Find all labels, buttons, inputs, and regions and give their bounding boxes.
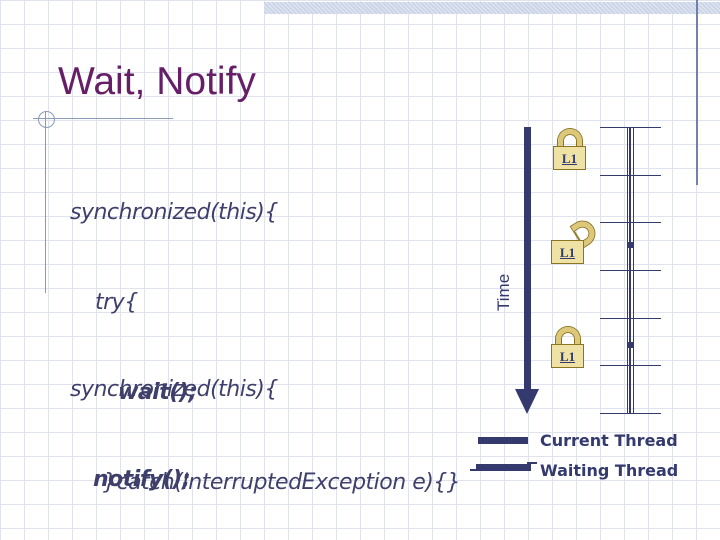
waiting-thread-line	[633, 127, 634, 414]
code-block-notify: synchronized(this){ notify(); }	[70, 315, 278, 540]
lock-shackle	[556, 327, 580, 345]
code-line-wait-call: wait();	[118, 380, 197, 405]
title-underline	[33, 118, 173, 119]
legend-waiting-swatch-tip	[470, 469, 480, 471]
thread-event-marker	[627, 342, 634, 348]
legend-waiting-thread-swatch	[476, 464, 531, 471]
time-arrow-shaft	[524, 127, 531, 390]
compass-circle-icon	[38, 111, 55, 128]
thread-event-marker	[627, 242, 634, 248]
time-arrow-head-icon	[515, 389, 539, 414]
legend-waiting-swatch-tip	[527, 462, 537, 464]
code-line: synchronized(this){	[70, 377, 278, 402]
lock-body: L1	[551, 344, 584, 368]
code-line: }catch(InterruptedException e){}	[103, 470, 461, 495]
time-axis-label: Time	[494, 273, 513, 311]
lock-shackle	[558, 129, 582, 147]
code-line: try{	[95, 290, 138, 315]
legend-current-thread-label: Current Thread	[540, 431, 678, 450]
header-band-decoration	[264, 2, 720, 14]
lock-label: L1	[561, 150, 578, 166]
right-edge-decoration	[696, 0, 698, 185]
page-title: Wait, Notify	[58, 60, 256, 103]
legend-waiting-thread-label: Waiting Thread	[540, 461, 679, 480]
waiting-thread-line	[627, 127, 628, 414]
lock-body: L1	[551, 240, 584, 264]
code-line: synchronized(this){	[70, 200, 278, 225]
lock-body: L1	[553, 146, 586, 170]
code-block-wait: synchronized(this){ try{ wait(); }catch(…	[70, 138, 461, 540]
lock-label: L1	[559, 348, 576, 364]
legend-current-thread-swatch	[478, 437, 528, 444]
left-guide-line	[45, 112, 46, 293]
code-line-notify-call: notify();	[93, 467, 191, 492]
lock-label: L1	[559, 244, 576, 260]
current-thread-line	[629, 127, 631, 414]
